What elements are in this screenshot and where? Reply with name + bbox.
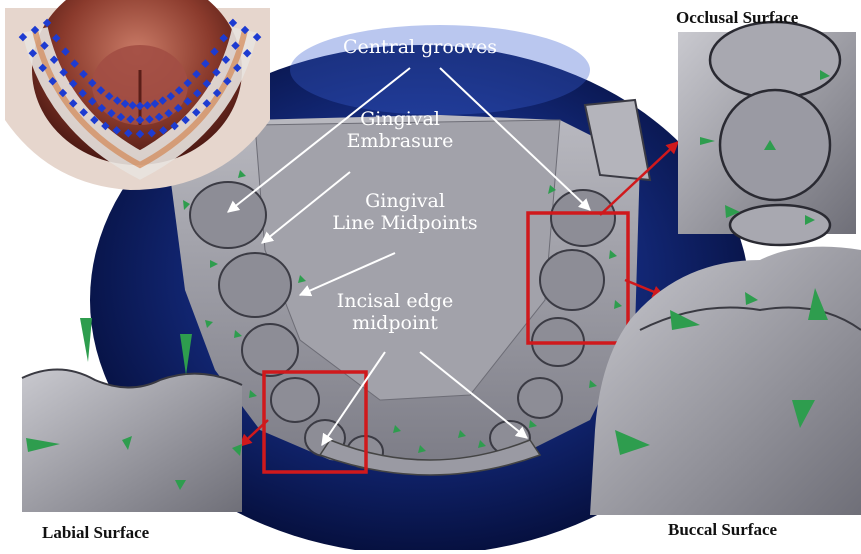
label-line-2: Line Midpoints [310,212,500,234]
occlusal-panel [678,22,856,245]
title-labial-surface: Labial Surface [42,523,149,543]
label-gingival-embrasure: Gingival Embrasure [320,108,480,152]
label-gingival-line-midpoints: Gingival Line Midpoints [310,190,500,234]
label-line-2: midpoint [315,312,475,334]
label-line-1: Gingival [320,108,480,130]
label-line-1: Gingival [310,190,500,212]
title-buccal-surface: Buccal Surface [668,520,777,540]
label-central-grooves: Central grooves [310,36,530,58]
title-occlusal-surface: Occlusal Surface [676,8,798,28]
label-line-1: Incisal edge [315,290,475,312]
label-incisal-edge-midpoint: Incisal edge midpoint [315,290,475,334]
label-line-2: Embrasure [320,130,480,152]
